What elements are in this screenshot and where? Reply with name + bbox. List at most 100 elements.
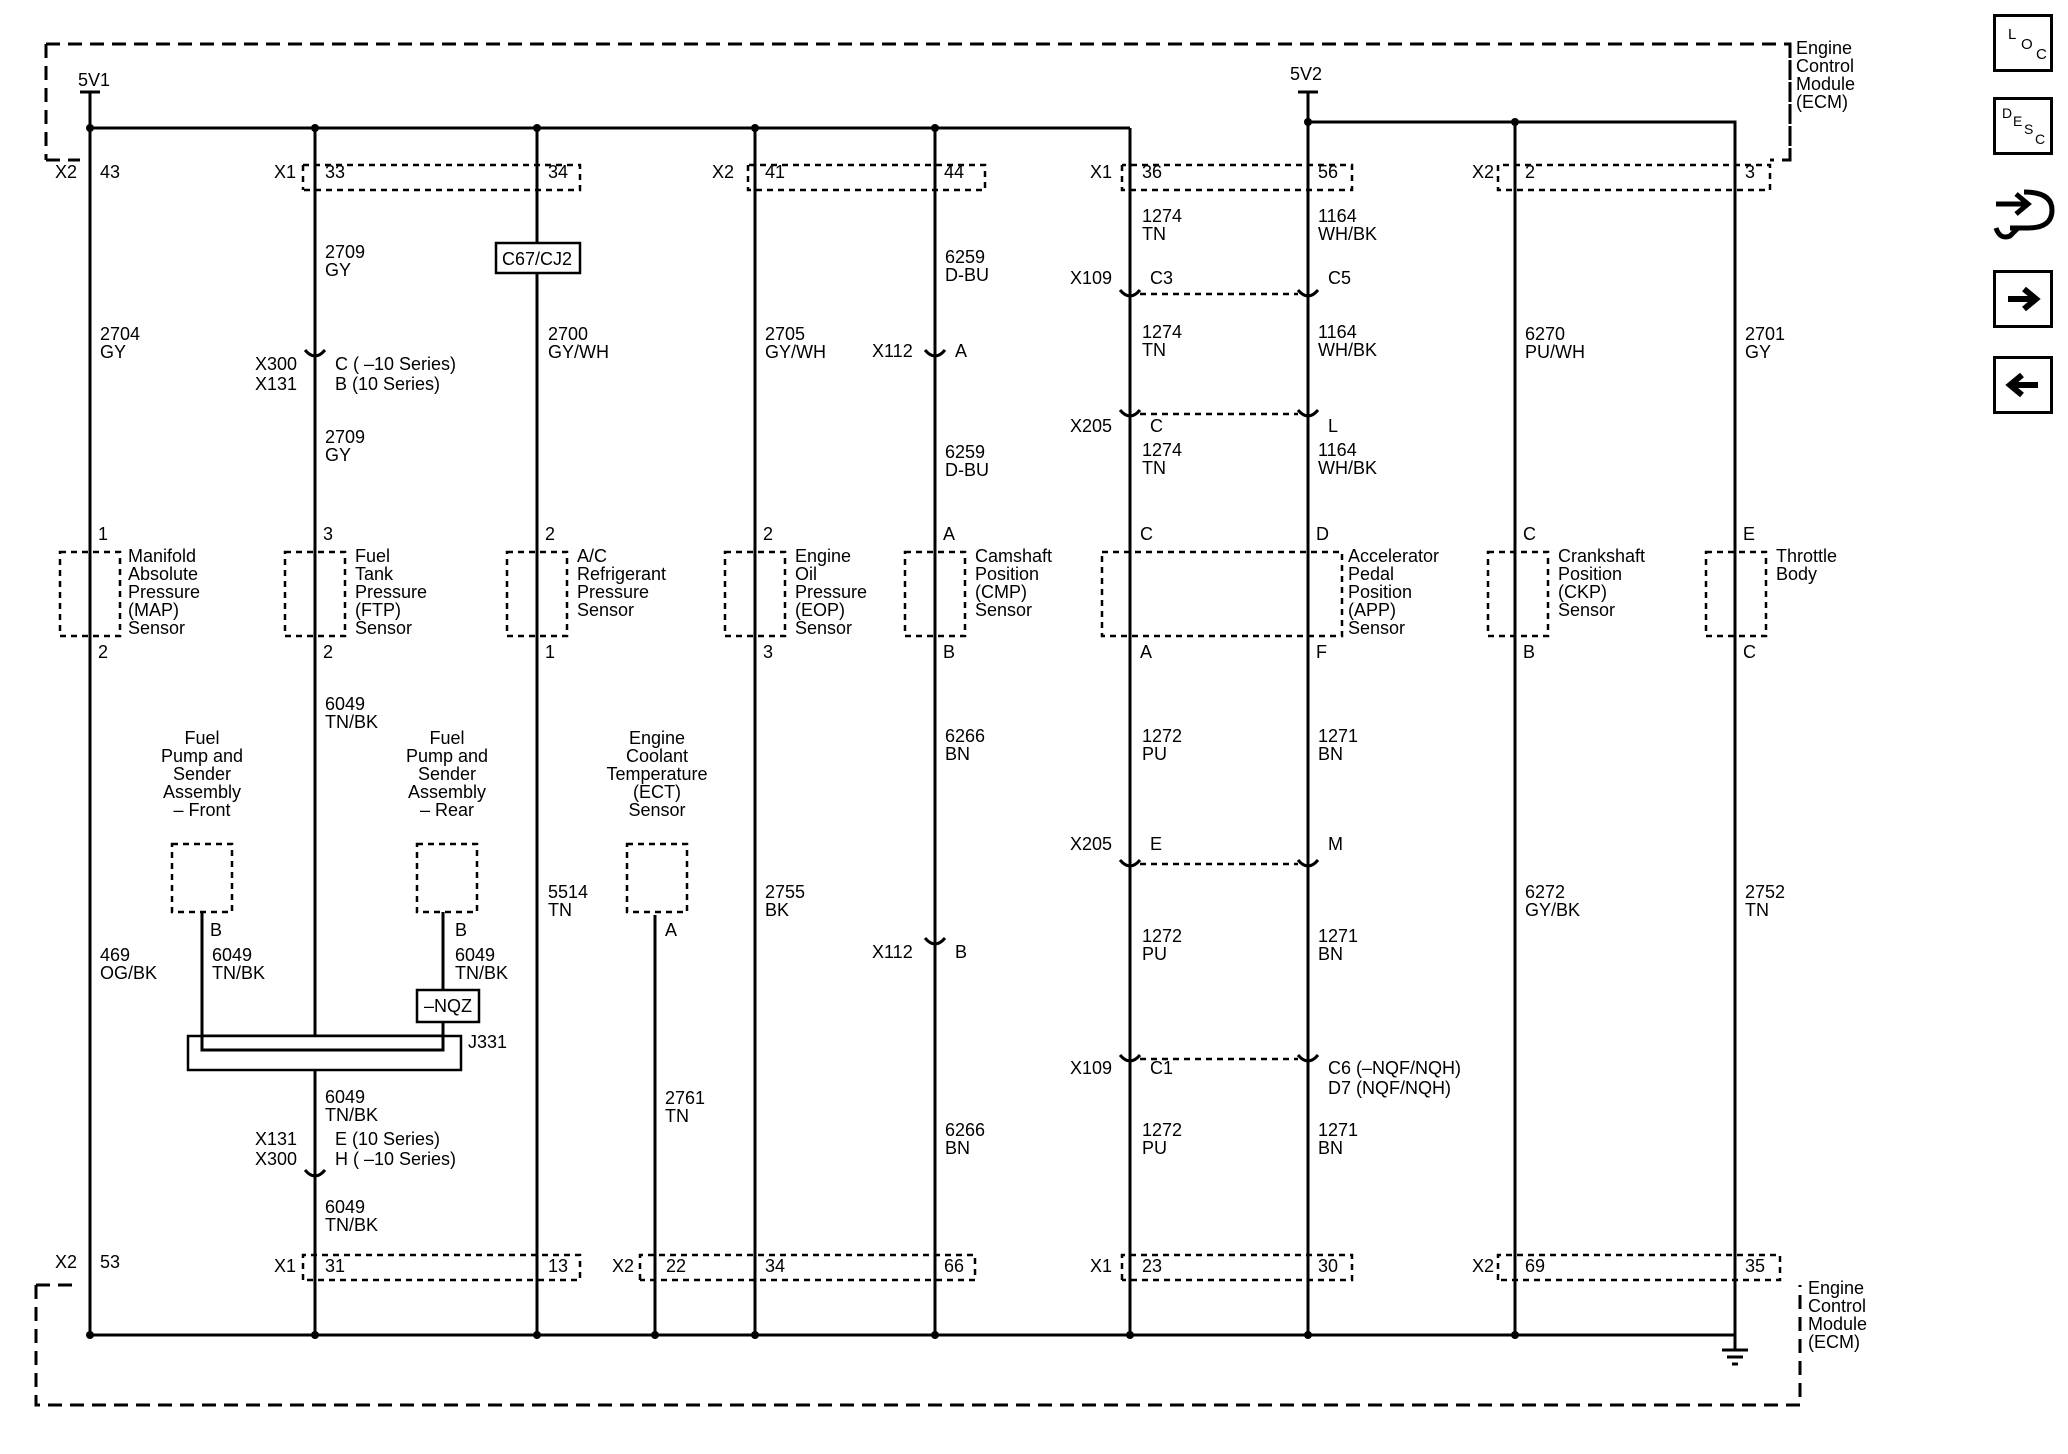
x300-h-note: H ( –10 Series) bbox=[335, 1149, 456, 1169]
x2-top-label: X2 bbox=[55, 162, 77, 182]
svg-text:(ECT): (ECT) bbox=[633, 782, 681, 802]
arrow-right-icon bbox=[2008, 286, 2041, 312]
svg-text:3: 3 bbox=[763, 642, 773, 662]
pin-13: 13 bbox=[548, 1256, 568, 1276]
svg-text:6266: 6266 bbox=[945, 1120, 985, 1140]
svg-text:TN/BK: TN/BK bbox=[325, 1105, 378, 1125]
x205-label-a: X205 bbox=[1070, 416, 1112, 436]
svg-text:Sensor: Sensor bbox=[1348, 618, 1405, 638]
ac-sensor-box bbox=[505, 550, 569, 638]
x109-pin-c3: C3 bbox=[1150, 268, 1173, 288]
svg-text:2752: 2752 bbox=[1745, 882, 1785, 902]
svg-text:PU: PU bbox=[1142, 944, 1167, 964]
svg-text:B: B bbox=[943, 642, 955, 662]
x109-pin-c5: C5 bbox=[1328, 268, 1351, 288]
ecm-label-top-1: Engine bbox=[1796, 38, 1852, 58]
svg-text:D: D bbox=[1316, 524, 1329, 544]
svg-text:GY/WH: GY/WH bbox=[548, 342, 609, 362]
svg-text:Pump and: Pump and bbox=[406, 746, 488, 766]
x300-label-b: X300 bbox=[255, 1149, 297, 1169]
svg-text:– Front: – Front bbox=[173, 800, 230, 820]
svg-text:1274: 1274 bbox=[1142, 206, 1182, 226]
svg-text:6049: 6049 bbox=[325, 694, 365, 714]
svg-text:469: 469 bbox=[100, 945, 130, 965]
throttle-body-box bbox=[1704, 550, 1768, 638]
svg-text:(EOP): (EOP) bbox=[795, 600, 845, 620]
svg-text:Pressure: Pressure bbox=[128, 582, 200, 602]
x2-top-connector-b bbox=[1496, 163, 1772, 192]
pin-34: 34 bbox=[548, 162, 568, 182]
svg-text:E: E bbox=[2013, 113, 2022, 129]
eop-sensor-box bbox=[723, 550, 787, 638]
svg-text:Engine: Engine bbox=[629, 728, 685, 748]
svg-text:Fuel: Fuel bbox=[184, 728, 219, 748]
x2-top-connector-a bbox=[746, 163, 987, 192]
ecm-top-outline bbox=[44, 42, 1792, 160]
nqz-box bbox=[415, 988, 481, 1024]
fuel-pump-rear-box bbox=[415, 842, 479, 914]
loc-button[interactable]: L O C bbox=[1993, 14, 2053, 72]
x2-top-label-b: X2 bbox=[1472, 162, 1494, 182]
svg-text:L: L bbox=[2008, 26, 2016, 43]
svg-text:(CMP): (CMP) bbox=[975, 582, 1027, 602]
ecm-label-bottom-2: Control bbox=[1808, 1296, 1866, 1316]
svg-text:1272: 1272 bbox=[1142, 1120, 1182, 1140]
nqz-label: –NQZ bbox=[424, 996, 472, 1016]
svg-text:Pressure: Pressure bbox=[577, 582, 649, 602]
svg-text:2761: 2761 bbox=[665, 1088, 705, 1108]
pin-36: 36 bbox=[1142, 162, 1162, 182]
svg-text:2705: 2705 bbox=[765, 324, 805, 344]
svg-text:2: 2 bbox=[545, 524, 555, 544]
x109-label-a: X109 bbox=[1070, 268, 1112, 288]
svg-text:B: B bbox=[210, 920, 222, 940]
svg-text:TN: TN bbox=[1142, 458, 1166, 478]
x2-bottom-connector-b bbox=[1496, 1253, 1782, 1282]
svg-text:Sensor: Sensor bbox=[355, 618, 412, 638]
desc-button[interactable]: D E S C bbox=[1993, 97, 2053, 155]
svg-text:PU: PU bbox=[1142, 1138, 1167, 1158]
connector-icon bbox=[1993, 189, 2055, 240]
svg-text:C: C bbox=[2035, 131, 2045, 147]
svg-text:1164: 1164 bbox=[1318, 322, 1357, 342]
svg-text:Sensor: Sensor bbox=[975, 600, 1032, 620]
connector-button[interactable] bbox=[1990, 180, 2060, 250]
ecm-label-bottom-3: Module bbox=[1808, 1314, 1867, 1334]
c6-note: C6 (–NQF/NQH) bbox=[1328, 1058, 1461, 1078]
svg-text:Camshaft: Camshaft bbox=[975, 546, 1052, 566]
pin-66: 66 bbox=[944, 1256, 964, 1276]
svg-text:TN: TN bbox=[1142, 224, 1166, 244]
svg-text:Position: Position bbox=[1558, 564, 1622, 584]
svg-text:BN: BN bbox=[1318, 744, 1343, 764]
svg-text:1164: 1164 bbox=[1318, 440, 1357, 460]
ftp-sensor-box bbox=[283, 550, 347, 638]
svg-text:TN: TN bbox=[665, 1106, 689, 1126]
svg-text:D: D bbox=[2002, 105, 2012, 121]
svg-text:Fuel: Fuel bbox=[429, 728, 464, 748]
x300-label-a: X300 bbox=[255, 354, 297, 374]
next-button[interactable] bbox=[1993, 270, 2053, 328]
svg-text:C: C bbox=[1140, 524, 1153, 544]
x112-pin-a: A bbox=[955, 341, 967, 361]
x1-top-connector-a bbox=[301, 163, 582, 192]
svg-text:1271: 1271 bbox=[1318, 726, 1358, 746]
svg-text:PU/WH: PU/WH bbox=[1525, 342, 1585, 362]
svg-text:1: 1 bbox=[98, 524, 108, 544]
x2-bottom-label-a: X2 bbox=[612, 1256, 634, 1276]
x1-top-connector-b bbox=[1120, 163, 1354, 192]
svg-text:Refrigerant: Refrigerant bbox=[577, 564, 666, 584]
prev-button[interactable] bbox=[1993, 356, 2053, 414]
x1-bottom-connector-a bbox=[301, 1253, 582, 1282]
x2-bottom-connector-a bbox=[638, 1253, 977, 1282]
svg-text:Sender: Sender bbox=[418, 764, 476, 784]
svg-text:Body: Body bbox=[1776, 564, 1817, 584]
svg-text:6266: 6266 bbox=[945, 726, 985, 746]
svg-text:GY: GY bbox=[1745, 342, 1771, 362]
pin-69: 69 bbox=[1525, 1256, 1545, 1276]
svg-text:WH/BK: WH/BK bbox=[1318, 340, 1377, 360]
svg-text:C: C bbox=[1523, 524, 1536, 544]
svg-text:2709: 2709 bbox=[325, 242, 365, 262]
svg-text:Fuel: Fuel bbox=[355, 546, 390, 566]
svg-text:1272: 1272 bbox=[1142, 926, 1182, 946]
svg-text:1164: 1164 bbox=[1318, 206, 1357, 226]
ecm-bottom-outline bbox=[34, 1285, 1802, 1407]
